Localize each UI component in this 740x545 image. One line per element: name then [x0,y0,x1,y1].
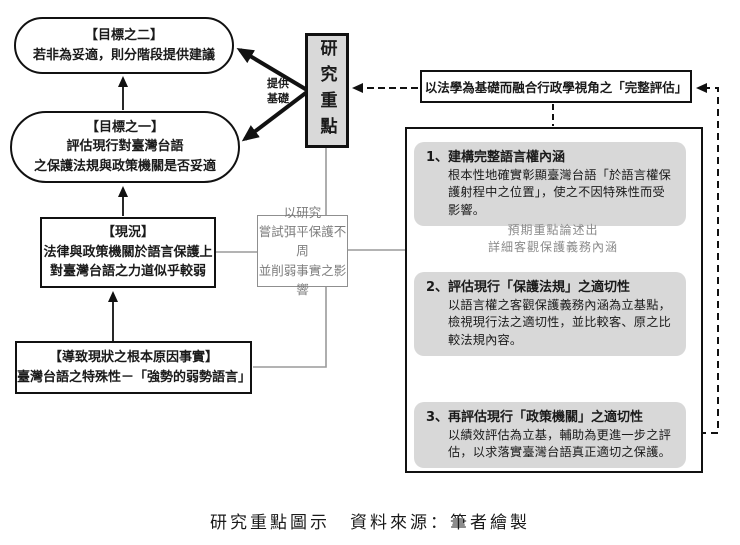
goal2-ellipse: 【目標之二】 若非為妥適，則分階段提供建議 [14,17,234,74]
research-method-line2: 嘗試弭平保護不周 [258,223,347,259]
step3-body: 以績效評估為立基，輔助為更進一步之評估，以求落實臺灣台語真正適切之保護。 [448,427,671,460]
step2-title: 2、評估現行「保護法規」之適切性 [426,280,631,295]
research-focus-box: 研究重點 [305,33,349,148]
research-method-box: 以研究 嘗試弭平保護不周 並削弱事實之影響 [257,205,348,297]
status-line2: 對臺灣台語之力道似乎較弱 [49,264,206,280]
research-method-line1: 以研究 [283,204,322,220]
expected-note: 預期重點論述出 詳細客觀保護義務內涵 [440,222,666,256]
step1-body: 根本性地確實彰顯臺灣台語「於語言權保護射程中之位置」，使之不因特殊性而受影響。 [448,167,671,217]
figure-caption: 研究重點圖示 資料來源：筆者繪製 [210,513,530,533]
root-cause-title: 【導致現狀之根本原因事實】 [48,350,218,365]
step1-title: 1、建構完整語言權內涵 [426,150,566,165]
goal2-body: 若非為妥適，則分階段提供建議 [32,47,215,63]
research-method-line3: 並削弱事實之影響 [258,262,347,298]
step1-panel: 1、建構完整語言權內涵 根本性地確實彰顯臺灣台語「於語言權保護射程中之位置」，使… [414,142,686,226]
goal1-line1: 評估現行對臺灣台語 [66,139,184,155]
complete-evaluation-label: 以法學為基礎而融合行政學視角之「完整評估」 [424,80,688,95]
step3-title: 3、再評估現行「政策機關」之適切性 [426,410,644,425]
expected-note-line2: 詳細客觀保護義務內涵 [487,239,618,254]
expected-note-line1: 預期重點論述出 [507,223,599,237]
status-box: 【現況】 法律與政策機關於語言保護上 對臺灣台語之力道似乎較弱 [40,217,216,288]
status-title: 【現況】 [101,225,154,241]
research-focus-label: 研究重點 [316,38,337,143]
root-cause-body: 臺灣台語之特殊性－「強勢的弱勢語言」 [17,369,252,385]
goal1-ellipse: 【目標之一】 評估現行對臺灣台語 之保護法規與政策機關是否妥適 [10,111,240,183]
step3-panel: 3、再評估現行「政策機關」之適切性 以績效評估為立基，輔助為更進一步之評估，以求… [414,402,686,468]
status-line1: 法律與政策機關於語言保護上 [43,244,213,260]
step2-body: 以語言權之客觀保護義務內涵為立基點，檢視現行法之適切性，並比較客、原之比較法規內… [448,297,671,347]
complete-evaluation-box: 以法學為基礎而融合行政學視角之「完整評估」 [420,70,692,103]
goal2-title: 【目標之二】 [84,28,163,43]
step2-panel: 2、評估現行「保護法規」之適切性 以語言權之客觀保護義務內涵為立基點，檢視現行法… [414,272,686,356]
provide-basis-label: 提供基礎 [267,77,289,106]
root-cause-box: 【導致現狀之根本原因事實】 臺灣台語之特殊性－「強勢的弱勢語言」 [15,341,252,394]
goal1-title: 【目標之一】 [85,119,164,135]
goal1-line2: 之保護法規與政策機關是否妥適 [33,158,216,174]
